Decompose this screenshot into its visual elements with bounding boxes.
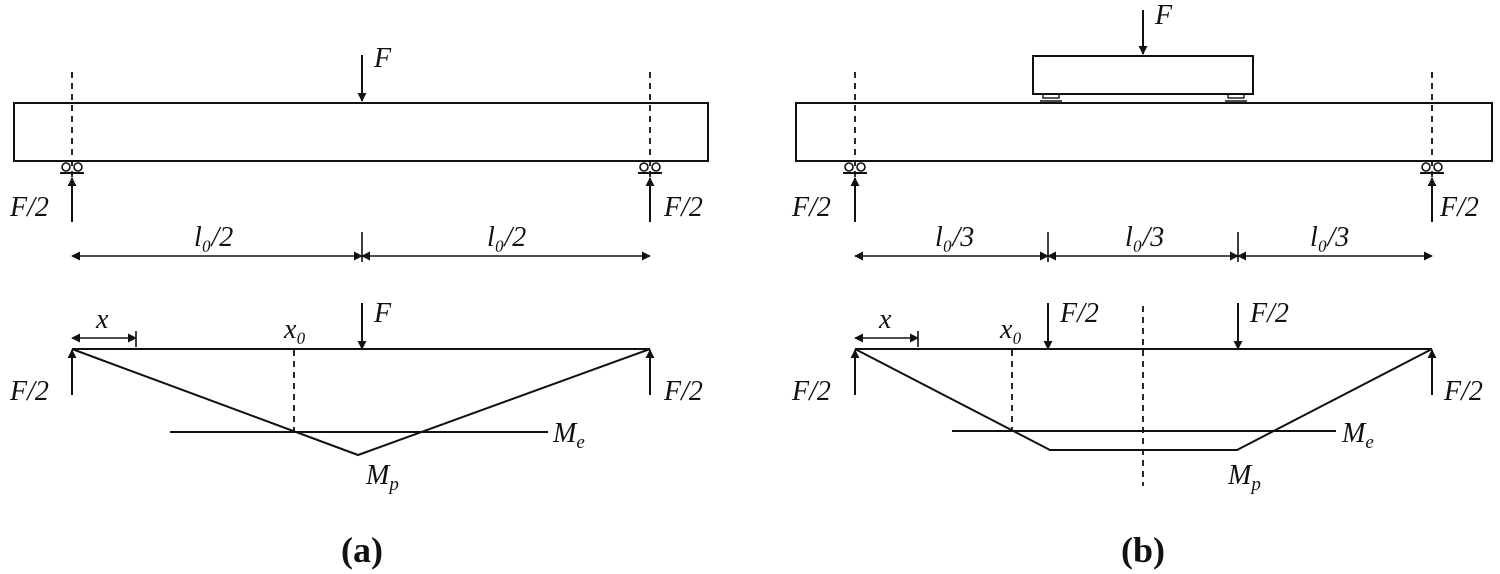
me-label-a: Me [552, 418, 585, 453]
load-label-b: F [1154, 0, 1173, 31]
panel-a-beam-elevation: F F/2 F/2 l₀/2 l₀/2 [9, 43, 709, 262]
mp-label-a: Mp [365, 460, 399, 495]
span-label-3-b: l₀/3 [1310, 222, 1349, 253]
roller-support-right-a [638, 162, 662, 174]
x0-label-a: x₀ [283, 314, 306, 345]
caption-b: (b) [1121, 530, 1165, 570]
moment-curve-a [71, 348, 651, 457]
x-label-b: x [878, 304, 892, 335]
spreader-support-left-b [1040, 93, 1062, 102]
load-label-a: F [373, 43, 392, 74]
panel-a-moment-diagram: Me Mp x₀ x F F/2 F/2 [9, 298, 703, 495]
spreader-beam-b [1032, 55, 1254, 95]
beam-a [13, 102, 709, 162]
moment-reaction-label-right-b: F/2 [1443, 376, 1483, 407]
panel-b-moment-diagram: Me Mp x₀ x F/2 F/2 F/2 F/2 [791, 298, 1483, 495]
beam-b [795, 102, 1493, 162]
mp-label-b: Mp [1227, 460, 1261, 495]
moment-reaction-label-left-a: F/2 [9, 376, 49, 407]
span-label-1-b: l₀/3 [935, 222, 974, 253]
roller-support-left-b [843, 162, 867, 174]
moment-load-label-a: F [373, 298, 392, 329]
moment-load-label-right-b: F/2 [1249, 298, 1289, 329]
panel-a: F F/2 F/2 l₀/2 l₀/2 Me Mp x₀ x F [9, 43, 709, 570]
roller-support-right-b [1420, 162, 1444, 174]
moment-reaction-label-right-a: F/2 [663, 376, 703, 407]
panel-b: F F/2 F/2 l₀/3 l₀/3 [791, 0, 1493, 570]
x-label-a: x [95, 304, 109, 335]
reaction-label-right-b: F/2 [1439, 192, 1479, 223]
moment-reaction-label-left-b: F/2 [791, 376, 831, 407]
reaction-label-left-a: F/2 [9, 192, 49, 223]
roller-support-left-a [60, 162, 84, 174]
reaction-label-right-a: F/2 [663, 192, 703, 223]
me-label-b: Me [1341, 418, 1374, 453]
span-label-2-b: l₀/3 [1125, 222, 1164, 253]
reaction-label-left-b: F/2 [791, 192, 831, 223]
moment-load-label-left-b: F/2 [1059, 298, 1099, 329]
caption-a: (a) [341, 530, 383, 570]
spreader-support-right-b [1225, 93, 1247, 102]
span-label-left-a: l₀/2 [194, 222, 233, 253]
panel-b-beam-elevation: F F/2 F/2 l₀/3 l₀/3 [791, 0, 1493, 262]
x0-label-b: x₀ [999, 314, 1022, 345]
span-label-right-a: l₀/2 [487, 222, 526, 253]
